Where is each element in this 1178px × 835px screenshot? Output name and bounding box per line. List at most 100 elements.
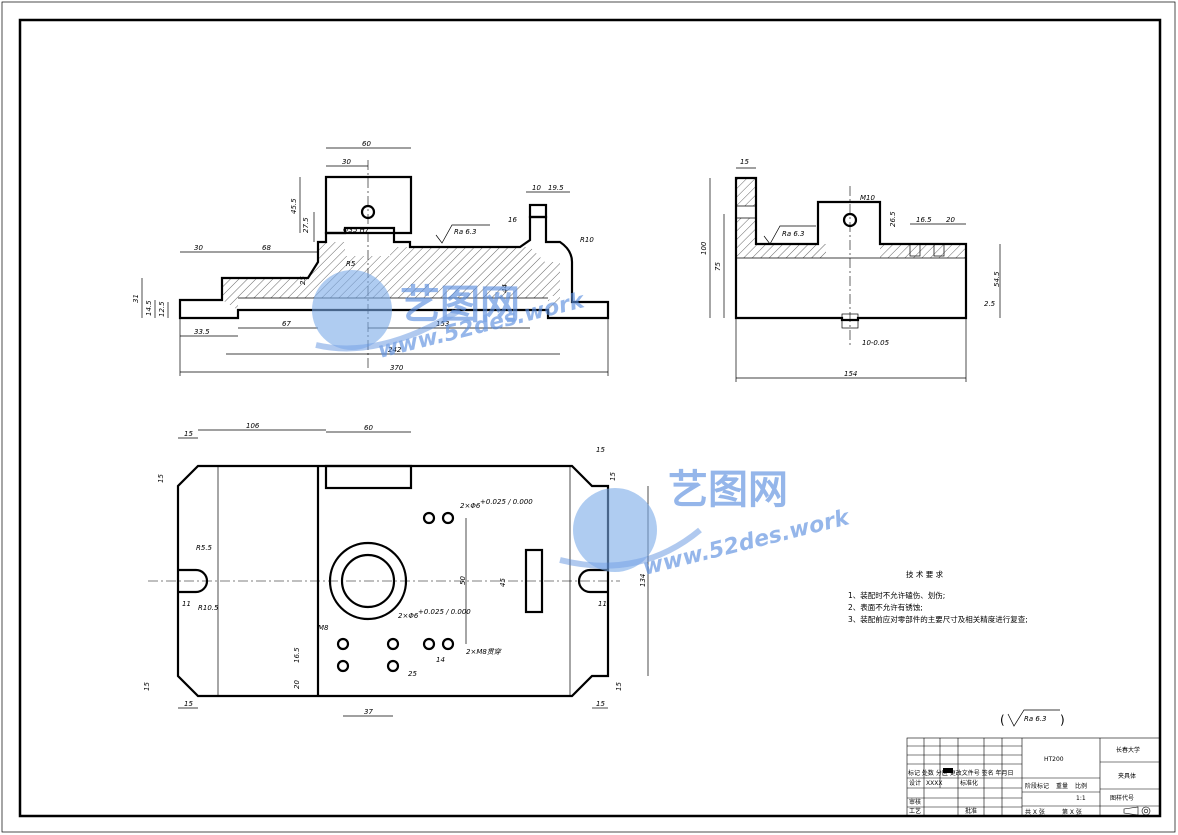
scale: 1:1 (1076, 795, 1086, 802)
part-name: 夹具体 (1118, 772, 1136, 780)
dim-text: 15 (615, 682, 623, 691)
dim-text: 33.5 (194, 328, 210, 336)
dim-text: 153 (436, 320, 449, 328)
tech-req-title: 技 术 要 求 (906, 569, 944, 579)
dim-text: 45 (499, 578, 507, 587)
title-block: 标记 处数 分区 更改文件号 签名 年月日 设计 XXXX 标准化 审核 工艺 … (906, 737, 1161, 817)
dim-text: 20 (946, 216, 955, 224)
dim-text: 68 (262, 244, 271, 252)
dim-text: 30 (194, 244, 203, 252)
school: 长春大学 (1116, 746, 1140, 754)
roughness-label: Ra 6.3 (454, 228, 477, 236)
dim-text: 16.5 (916, 216, 932, 224)
dim-text: 15 (596, 700, 605, 708)
dim-text: 154 (844, 370, 857, 378)
stage-label: 阶段标记 (1025, 782, 1049, 790)
thread-label: 2×M8贯穿 (466, 648, 502, 656)
dim-text: 15 (143, 682, 151, 691)
dim-text: 60 (364, 424, 373, 432)
dim-text: Φ35 H7 (343, 226, 370, 234)
scale-label: 比例 (1075, 782, 1087, 790)
dim-text: M8 (318, 624, 329, 632)
paren-close: ) (1060, 713, 1065, 727)
hole-label-top: 2×Φ6 (460, 502, 481, 510)
process-label: 工艺 (909, 807, 921, 815)
dim-text: 45.5 (290, 198, 298, 214)
dim-text: 30 (342, 158, 351, 166)
material: HT200 (1044, 756, 1064, 763)
hole-label-mid: 2×Φ6 (398, 612, 419, 620)
dim-text: 10-0.05 (862, 339, 890, 347)
dim-text: R5.5 (196, 544, 213, 552)
dim-text: 15 (157, 474, 165, 483)
standard-label: 标准化 (960, 779, 978, 787)
designer: XXXX (926, 780, 942, 787)
weight-label: 重量 (1056, 782, 1068, 790)
paren-open: ( (1000, 713, 1005, 727)
dim-text: 14.5 (145, 300, 153, 316)
dim-text: 12.5 (158, 301, 166, 317)
watermark-url: www.52des.work (640, 505, 853, 581)
dim-text: 20 (293, 680, 301, 689)
dim-text: 242 (388, 346, 402, 354)
sheets: 共 X 张 (1025, 808, 1045, 816)
dim-text: 44 (501, 284, 509, 293)
dim-text: 26.5 (889, 211, 897, 227)
dim-text: 60 (362, 140, 371, 148)
dim-text: 15 (184, 700, 193, 708)
designer-label: 设计 (909, 779, 921, 787)
drawing-no: 图样代号 (1110, 794, 1134, 802)
roughness-label: Ra 6.3 (782, 230, 805, 238)
hole-tol-mid: +0.025 / 0.000 (418, 608, 471, 616)
dim-text: 11 (598, 600, 607, 608)
dim-text: 15 (740, 158, 749, 166)
tech-req-item: 1、装配时不允许磕伤、划伤; (848, 590, 945, 600)
watermark-brand: 艺图网 (400, 282, 520, 328)
dim-text: 2.5 (984, 300, 996, 308)
dim-text: 16 (508, 216, 517, 224)
dim-text: 75 (714, 262, 722, 271)
dim-text: 15 (184, 430, 193, 438)
side-view: 15 100 75 M10 26.5 16.5 20 Ra 6.3 54.5 2… (700, 158, 1001, 382)
dim-text: 15 (596, 446, 605, 454)
dim-text: R5 (346, 260, 356, 268)
front-view: 60 30 45.5 27.5 10 19.5 16 Ra 6.3 R10 30… (132, 140, 610, 376)
inner-border (18, 18, 1162, 818)
dim-text: M10 (860, 194, 875, 202)
dim-text: 54.5 (993, 271, 1001, 287)
review-label: 审核 (909, 798, 921, 806)
tech-req-item: 3、装配前应对零部件的主要尺寸及相关精度进行复查; (848, 614, 1028, 624)
dim-text: 27.5 (302, 217, 310, 233)
dim-text: 25 (299, 276, 307, 285)
general-roughness-label: Ra 6.3 (1024, 715, 1047, 723)
dim-text: 106 (246, 422, 260, 430)
dim-text: R10 (580, 236, 594, 244)
dim-text: 134 (639, 574, 647, 587)
technical-requirements: 技 术 要 求 1、装配时不允许磕伤、划伤; 2、表面不允许有锈蚀; 3、装配前… (848, 569, 1028, 624)
dim-text: 67 (282, 320, 291, 328)
dim-text: 50 (459, 576, 467, 585)
dim-text: 100 (700, 241, 708, 255)
approve-label: 批准 (965, 807, 977, 815)
hole-tol-top: +0.025 / 0.000 (480, 498, 533, 506)
sheet: 第 X 张 (1062, 808, 1082, 816)
watermark-2: 艺图网 www.52des.work (559, 467, 853, 581)
tech-req-item: 2、表面不允许有锈蚀; (848, 602, 923, 612)
mark-row: 标记 处数 分区 更改文件号 签名 年月日 (908, 769, 1014, 777)
watermark-brand: 艺图网 (668, 467, 788, 513)
dim-text: 15 (609, 472, 617, 481)
dim-text: 16.5 (293, 647, 301, 663)
dim-text: 31 (132, 294, 140, 303)
dim-text: R10.5 (198, 604, 219, 612)
dim-text: 10 (532, 184, 541, 192)
top-view: 15 106 60 15 15 15 R5.5 11 R10.5 2×Φ6 +0… (143, 422, 649, 717)
projection-symbol (1123, 806, 1151, 816)
dim-text: 25 (408, 670, 417, 678)
dim-text: 14 (436, 656, 445, 664)
dim-text: 11 (182, 600, 191, 608)
dim-text: 370 (390, 364, 404, 372)
dim-text: 37 (364, 708, 373, 716)
dim-text: 19.5 (548, 184, 564, 192)
